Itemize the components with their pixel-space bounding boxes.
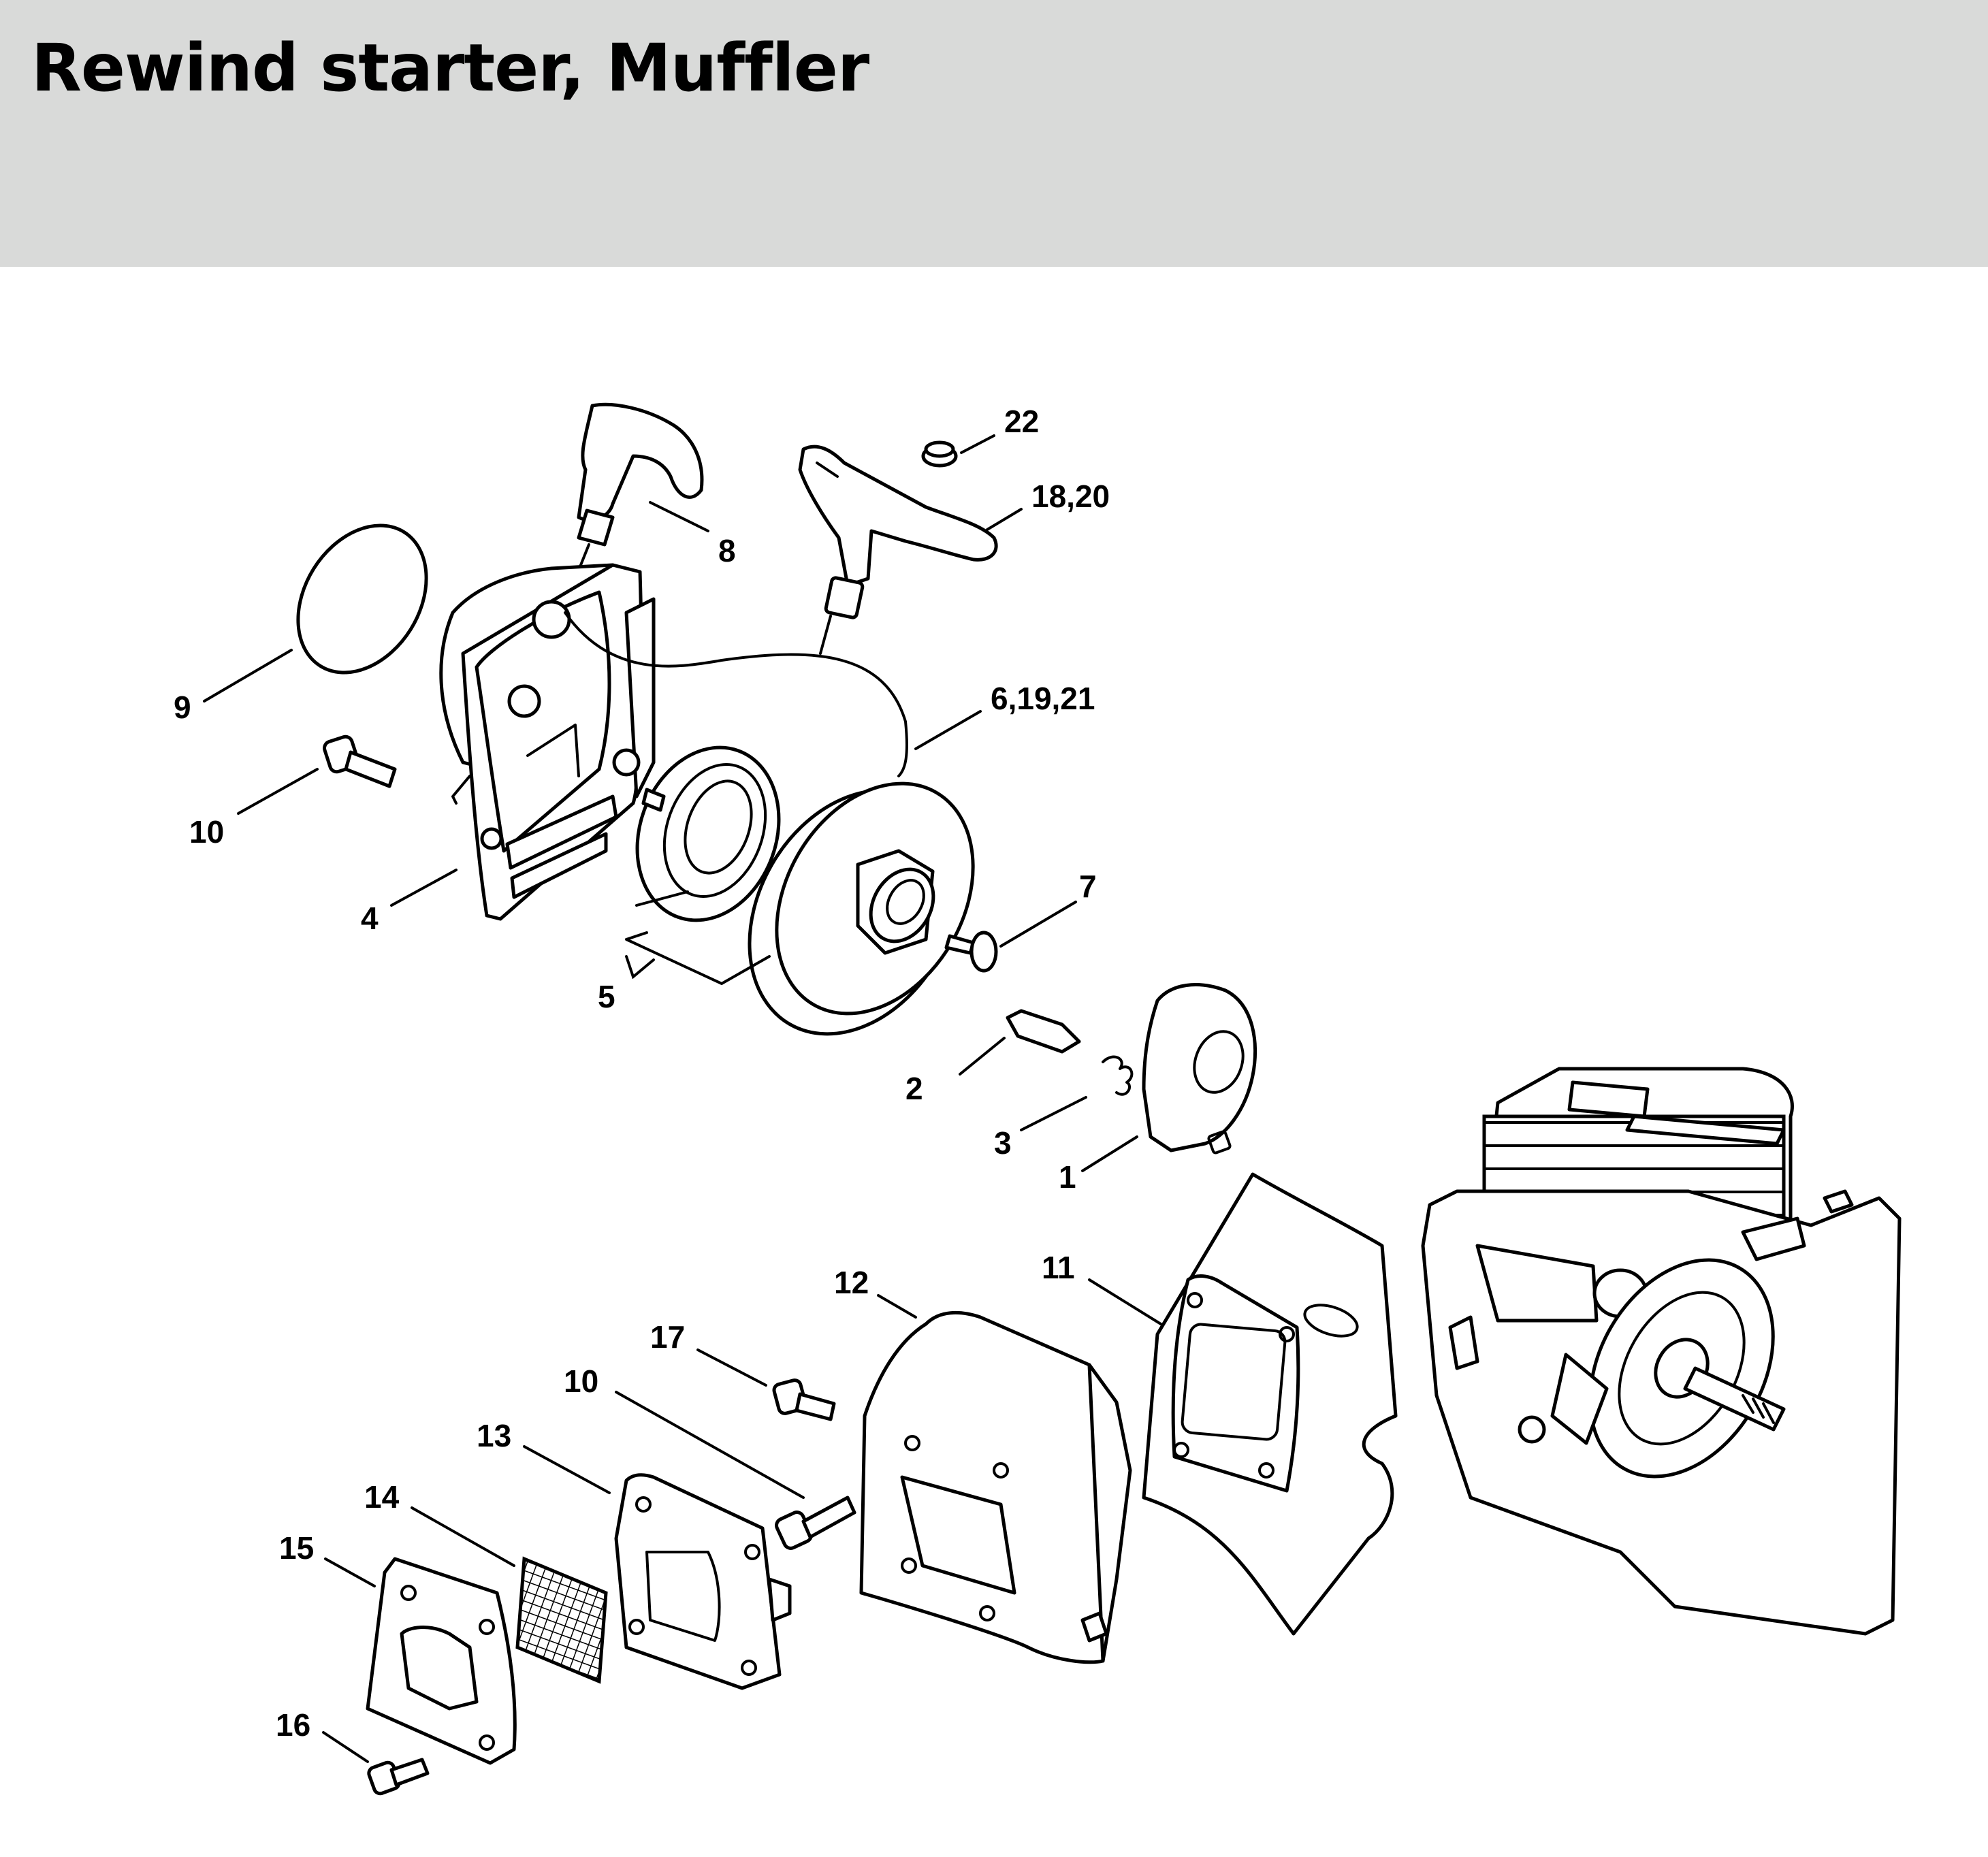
leader-11 xyxy=(1088,1278,1162,1325)
leader-10-top xyxy=(237,768,319,815)
leader-8 xyxy=(649,501,709,532)
callout-4: 4 xyxy=(361,901,379,936)
callout-10-bottom: 10 xyxy=(564,1363,598,1399)
page-title: Rewind starter, Muffler xyxy=(31,30,869,106)
part-2-pawl xyxy=(1006,1009,1081,1054)
callout-1: 1 xyxy=(1059,1159,1076,1195)
leader-3 xyxy=(1020,1096,1087,1131)
leader-7 xyxy=(999,901,1077,948)
callout-11: 11 xyxy=(1042,1250,1075,1285)
leader-lines xyxy=(203,434,1162,1763)
callout-10-top: 10 xyxy=(189,814,224,850)
callout-13: 13 xyxy=(477,1418,511,1453)
part-15-cover xyxy=(366,1557,517,1765)
callout-7: 7 xyxy=(1079,869,1097,904)
part-18-20-starter-grip xyxy=(798,445,998,655)
leader-4 xyxy=(390,869,458,907)
leader-6-19-21 xyxy=(914,710,982,750)
part-22-cap xyxy=(921,440,958,468)
leader-12 xyxy=(877,1294,917,1319)
callout-18-20: 18,20 xyxy=(1031,479,1110,514)
part-12-muffler xyxy=(859,1310,1132,1664)
part-4-fan-housing xyxy=(439,563,656,921)
leader-22 xyxy=(960,434,995,454)
callout-12: 12 xyxy=(834,1265,869,1300)
part-7-screw xyxy=(944,931,998,973)
leader-14 xyxy=(411,1506,515,1567)
callout-16: 16 xyxy=(276,1707,310,1743)
callout-22: 22 xyxy=(1004,404,1039,439)
callout-8: 8 xyxy=(718,533,736,568)
part-10-screw-top xyxy=(323,734,397,788)
part-6-19-21-rope-rotor xyxy=(748,781,975,1036)
part-1-cover xyxy=(1142,983,1257,1154)
leader-5 xyxy=(625,890,771,986)
callout-6-19-21: 6,19,21 xyxy=(991,681,1095,716)
callout-15: 15 xyxy=(279,1530,314,1566)
leader-18-20 xyxy=(986,508,1023,531)
part-5-rewind-spring xyxy=(635,745,781,922)
callout-9: 9 xyxy=(174,690,191,725)
engine-block xyxy=(1421,1067,1902,1636)
leader-9 xyxy=(203,649,293,703)
callout-labels: 22 18,20 8 9 6,19,21 10 4 7 5 2 3 1 12 1… xyxy=(174,404,1110,1743)
part-17-screw xyxy=(772,1378,836,1421)
leader-2 xyxy=(959,1037,1006,1076)
part-11-gasket xyxy=(1171,1274,1359,1493)
part-16-screw xyxy=(367,1758,430,1796)
starter-rope xyxy=(564,611,908,777)
leader-1 xyxy=(1081,1135,1138,1172)
callout-2: 2 xyxy=(905,1071,923,1106)
callout-5: 5 xyxy=(598,979,615,1014)
part-9-o-ring xyxy=(296,523,428,675)
leader-15 xyxy=(324,1557,376,1587)
callout-17: 17 xyxy=(650,1319,685,1355)
leader-13 xyxy=(523,1445,611,1494)
leader-17 xyxy=(696,1349,767,1387)
page-header: Rewind starter, Muffler xyxy=(0,0,1988,267)
part-10-screw-bottom xyxy=(775,1496,856,1550)
part-3-spring xyxy=(1102,1055,1134,1096)
callout-3: 3 xyxy=(994,1125,1012,1161)
part-13-gasket xyxy=(614,1473,792,1690)
leader-10-bottom xyxy=(615,1391,805,1499)
part-14-screen xyxy=(515,1556,608,1684)
leader-16 xyxy=(322,1731,369,1763)
callout-14: 14 xyxy=(364,1479,400,1515)
